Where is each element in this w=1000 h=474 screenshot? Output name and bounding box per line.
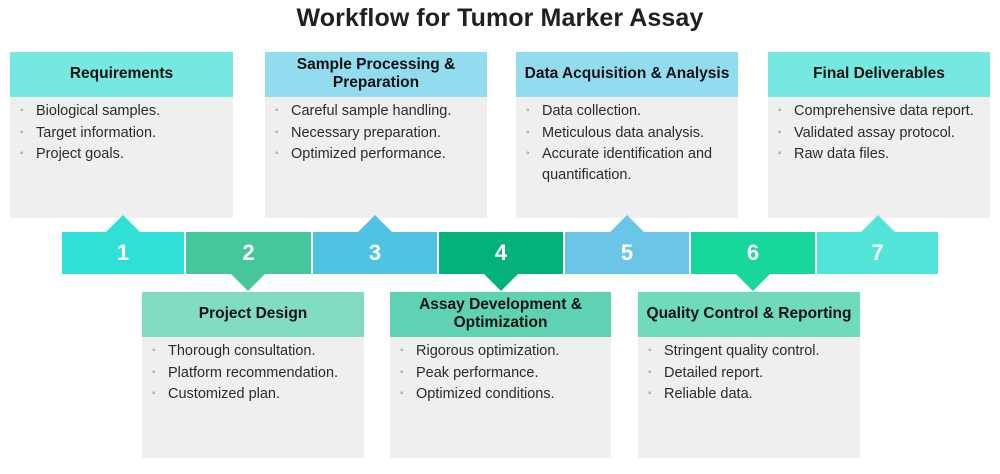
step-number: 3 <box>368 240 382 265</box>
card-body: ◦ Careful sample handling. ◦ Necessary p… <box>265 97 487 172</box>
list-item: ◦ Necessary preparation. <box>271 123 481 144</box>
bullet-icon: ◦ <box>275 105 279 116</box>
list-item: ◦ Optimized conditions. <box>396 384 605 405</box>
step-segment-6[interactable]: 6 <box>691 232 815 291</box>
card-body: ◦ Biological samples. ◦ Target informati… <box>10 97 233 172</box>
step-number: 2 <box>242 240 255 265</box>
arrow-down-icon <box>231 274 265 291</box>
step-number: 1 <box>116 240 130 265</box>
card-requirements: Requirements ◦ Biological samples. ◦ Tar… <box>10 52 233 218</box>
bullet-icon: ◦ <box>526 126 530 138</box>
arrow-up-icon <box>358 215 392 232</box>
list-item: ◦ Detailed report. <box>644 363 854 384</box>
bullet-icon: ◦ <box>648 345 652 356</box>
step-segment-4[interactable]: 4 <box>439 232 563 291</box>
list-item: ◦ Careful sample handling. <box>271 101 481 122</box>
bullet-icon: ◦ <box>778 126 782 138</box>
arrow-up-icon <box>106 215 140 232</box>
card-quality-control: Quality Control & Reporting ◦ Stringent … <box>638 292 860 458</box>
card-header: Assay Development & Optimization <box>390 292 611 337</box>
bullet-icon: ◦ <box>648 388 652 400</box>
list-item: ◦ Platform recommendation. <box>148 363 358 384</box>
arrow-up-icon <box>610 215 644 232</box>
card-header: Requirements <box>10 52 233 97</box>
card-header: Final Deliverables <box>768 52 990 97</box>
list-item: ◦ Stringent quality control. <box>644 341 854 362</box>
card-sample-processing: Sample Processing & Preparation ◦ Carefu… <box>265 52 487 218</box>
bullet-icon: ◦ <box>526 148 530 160</box>
card-header: Sample Processing & Preparation <box>265 52 487 97</box>
step-number: 6 <box>746 240 760 265</box>
list-item: ◦ Accurate identification and quantifica… <box>522 144 732 185</box>
list-item: ◦ Meticulous data analysis. <box>522 123 732 144</box>
bullet-icon: ◦ <box>152 345 156 356</box>
bullet-icon: ◦ <box>778 105 782 116</box>
card-final-deliverables: Final Deliverables ◦ Comprehensive data … <box>768 52 990 218</box>
bullet-icon: ◦ <box>20 105 24 116</box>
step-number: 7 <box>871 240 884 265</box>
list-item: ◦ Peak performance. <box>396 363 605 384</box>
bullet-icon: ◦ <box>778 148 782 160</box>
bullet-icon: ◦ <box>20 148 24 160</box>
card-body: ◦ Rigorous optimization. ◦ Peak performa… <box>390 337 611 412</box>
list-item: ◦ Validated assay protocol. <box>774 123 984 144</box>
step-segment-1[interactable]: 1 <box>62 215 184 274</box>
bullet-icon: ◦ <box>400 345 404 356</box>
card-body: ◦ Thorough consultation. ◦ Platform reco… <box>142 337 364 412</box>
card-assay-development: Assay Development & Optimization ◦ Rigor… <box>390 292 611 458</box>
card-header: Project Design <box>142 292 364 337</box>
list-item: ◦ Comprehensive data report. <box>774 101 984 122</box>
bullet-icon: ◦ <box>275 126 279 138</box>
bullet-icon: ◦ <box>152 388 156 400</box>
list-item: ◦ Rigorous optimization. <box>396 341 605 362</box>
list-item: ◦ Thorough consultation. <box>148 341 358 362</box>
step-segment-3[interactable]: 3 <box>313 215 437 274</box>
arrow-down-icon <box>484 274 518 291</box>
card-body: ◦ Data collection. ◦ Meticulous data ana… <box>516 97 738 192</box>
card-header: Data Acquisition & Analysis <box>516 52 738 97</box>
page-title: Workflow for Tumor Marker Assay <box>296 4 704 32</box>
arrow-up-icon <box>861 215 895 232</box>
step-number: 5 <box>620 240 634 265</box>
step-segment-7[interactable]: 7 <box>817 215 938 274</box>
step-segment-2[interactable]: 2 <box>186 232 311 291</box>
bullet-icon: ◦ <box>400 388 404 400</box>
card-body: ◦ Stringent quality control. ◦ Detailed … <box>638 337 860 412</box>
list-item: ◦ Data collection. <box>522 101 732 122</box>
arrow-down-icon <box>736 274 770 291</box>
list-item: ◦ Customized plan. <box>148 384 358 405</box>
bullet-icon: ◦ <box>152 366 156 378</box>
workflow-step-band: 1 2 3 4 5 6 7 <box>62 215 938 291</box>
list-item: ◦ Biological samples. <box>16 101 227 122</box>
list-item: ◦ Raw data files. <box>774 144 984 165</box>
card-body: ◦ Comprehensive data report. ◦ Validated… <box>768 97 990 172</box>
list-item: ◦ Optimized performance. <box>271 144 481 165</box>
bullet-icon: ◦ <box>20 126 24 138</box>
step-number: 4 <box>494 240 508 265</box>
bullet-icon: ◦ <box>275 148 279 160</box>
bullet-icon: ◦ <box>526 105 530 116</box>
bullet-icon: ◦ <box>648 366 652 378</box>
list-item: ◦ Reliable data. <box>644 384 854 405</box>
card-project-design: Project Design ◦ Thorough consultation. … <box>142 292 364 458</box>
bullet-icon: ◦ <box>400 366 404 378</box>
card-header: Quality Control & Reporting <box>638 292 860 337</box>
list-item: ◦ Project goals. <box>16 144 227 165</box>
step-segment-5[interactable]: 5 <box>565 215 689 274</box>
card-data-acquisition: Data Acquisition & Analysis ◦ Data colle… <box>516 52 738 218</box>
list-item: ◦ Target information. <box>16 123 227 144</box>
